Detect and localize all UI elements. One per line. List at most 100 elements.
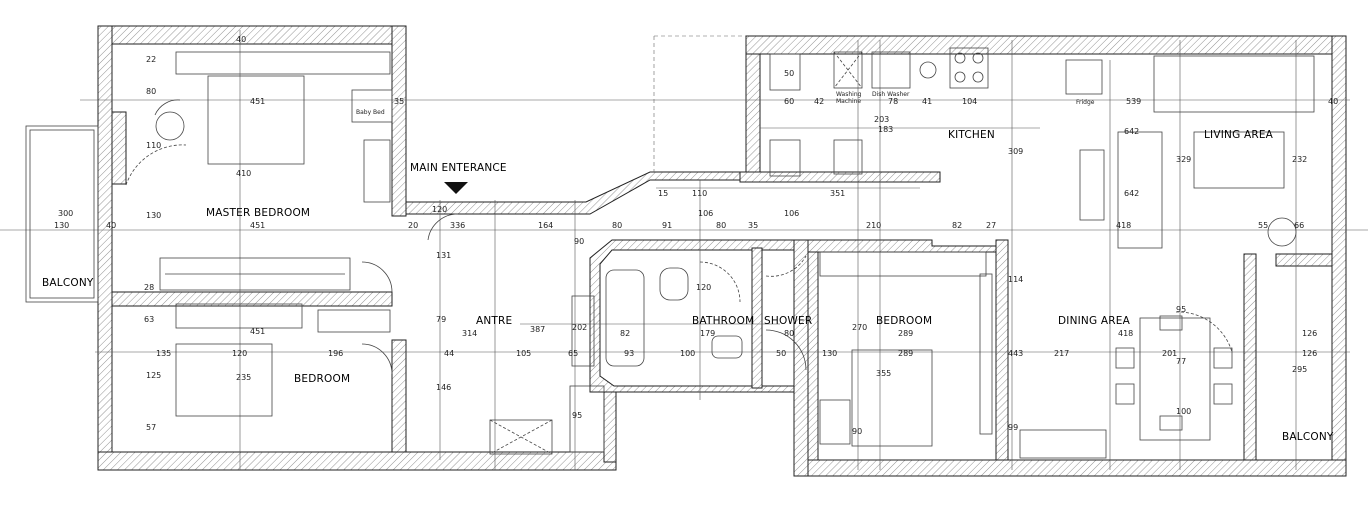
room-dining-area: DINING AREA [1058, 315, 1131, 327]
dim-label: 110 [146, 141, 161, 150]
dim-label: 410 [236, 169, 251, 178]
bm-desk [979, 273, 993, 435]
room-antre: ANTRE [476, 315, 512, 327]
dim-label: 300 [58, 209, 73, 218]
k-upper-mid [833, 139, 863, 175]
walls [97, 25, 1347, 477]
coffee-table [1079, 149, 1105, 221]
dim-label: 77 [1176, 357, 1186, 366]
antre-cabinet [489, 419, 553, 455]
dim-label: 79 [436, 315, 446, 324]
wall-bath-shower [751, 247, 763, 389]
dim-label: 120 [232, 349, 247, 358]
dim-label: 65 [568, 349, 578, 358]
room-bedroom-middle: BEDROOM [876, 315, 932, 327]
wall-balcony-right [1243, 253, 1257, 461]
dim-label: 418 [1116, 221, 1131, 230]
wall-antre-bottom-block [603, 391, 617, 463]
dim-label: 40 [236, 35, 246, 44]
dim-label: 131 [436, 251, 451, 260]
dim-label: 451 [250, 327, 265, 336]
bed-left-wardrobe-right [317, 309, 391, 333]
balcony-left-outline [25, 125, 99, 303]
dim-label: 57 [146, 423, 156, 432]
wall-left-bottom [97, 451, 617, 471]
wall-mb-right [391, 25, 407, 217]
dim-label: 80 [716, 221, 726, 230]
wall-bed-mid-top [807, 239, 1001, 253]
furniture [125, 47, 1315, 459]
dim-label: 110 [692, 189, 707, 198]
dining-table [1139, 317, 1211, 441]
dim-label: 93 [624, 349, 634, 358]
dim-label: 28 [144, 283, 154, 292]
dim-label: 451 [250, 221, 265, 230]
balcony-left [25, 125, 99, 303]
mb-wardrobe-bottom [159, 257, 351, 291]
dim-label: 201 [1162, 349, 1177, 358]
dim-label: 22 [146, 55, 156, 64]
wall-right-top [745, 35, 1347, 55]
mb-wardrobe-top [175, 51, 391, 75]
dim-label: 80 [612, 221, 622, 230]
dim-label: 100 [1176, 407, 1191, 416]
dim-label: 314 [462, 329, 477, 338]
dim-label: 539 [1126, 97, 1141, 106]
bathtub [605, 269, 645, 367]
dim-label: 289 [898, 349, 913, 358]
antre-shelf [569, 385, 605, 453]
mb-bed [207, 75, 305, 165]
wall-kitchen-counter [739, 171, 941, 183]
wall-left-outer [97, 25, 113, 471]
dim-label: 120 [696, 283, 711, 292]
room-master-bedroom: MASTER BEDROOM [206, 207, 310, 219]
dim-label: 355 [876, 369, 891, 378]
dim-label: 202 [572, 323, 587, 332]
k-upper-left [769, 53, 801, 91]
wall-right-bottom [793, 459, 1347, 477]
dim-label: 95 [572, 411, 582, 420]
dim-label: 20 [408, 221, 418, 230]
dim-label: 105 [516, 349, 531, 358]
wall-balcony-inner [111, 111, 127, 185]
dim-label: 55 [1258, 221, 1268, 230]
dim-label: 50 [776, 349, 786, 358]
dimension-labels: 40 451 410 451 110 130 80 22 35 300 130 … [54, 35, 1338, 436]
dim-label: 164 [538, 221, 553, 230]
room-bathroom: BATHROOM [692, 315, 754, 327]
mb-desk [363, 139, 391, 203]
dim-label: 82 [620, 329, 630, 338]
dim-label: 104 [962, 97, 977, 106]
dim-label: 217 [1054, 349, 1069, 358]
label-washing: Washing [836, 91, 862, 98]
dim-label: 203 [874, 115, 889, 124]
room-balcony-right: BALCONY [1282, 431, 1334, 443]
dim-label: 351 [830, 189, 845, 198]
dining-sideboard [1019, 429, 1107, 459]
dim-label: 295 [1292, 365, 1307, 374]
bed-wardrobe [175, 303, 303, 329]
dim-label: 642 [1124, 127, 1139, 136]
sink [659, 267, 689, 301]
toilet [711, 335, 743, 359]
dim-label: 106 [784, 209, 799, 218]
wall-kitchen-left [745, 35, 761, 181]
dim-label: 99 [1008, 423, 1018, 432]
sofa [1153, 55, 1315, 113]
dim-label: 387 [530, 325, 545, 334]
dim-label: 40 [106, 221, 116, 230]
label-baby-bed: Baby Bed [356, 109, 385, 116]
dim-label: 44 [444, 349, 454, 358]
room-balcony-left: BALCONY [42, 277, 94, 289]
entrance-arrow-icon [444, 182, 468, 194]
dim-label: 126 [1302, 329, 1317, 338]
dim-label: 146 [436, 383, 451, 392]
room-bedroom-left: BEDROOM [294, 373, 350, 385]
dim-label: 40 [1328, 97, 1338, 106]
dim-label: 125 [146, 371, 161, 380]
wall-between-bedrooms [111, 291, 393, 307]
dim-label: 78 [888, 97, 898, 106]
dim-label: 90 [852, 427, 862, 436]
dim-label: 232 [1292, 155, 1307, 164]
dim-label: 235 [236, 373, 251, 382]
